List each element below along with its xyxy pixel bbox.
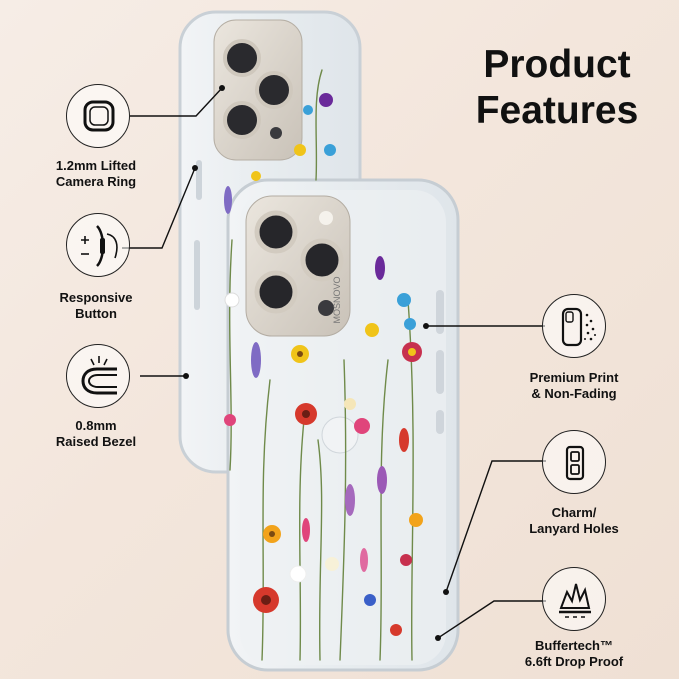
button-press-icon bbox=[81, 225, 118, 267]
feature-premium-print bbox=[542, 294, 606, 358]
floral-pattern bbox=[224, 69, 423, 661]
feature-raised-bezel bbox=[66, 344, 130, 408]
feature-line: Raised Bezel bbox=[55, 434, 137, 449]
feature-camera-ring bbox=[66, 84, 130, 148]
title-line-2: Features bbox=[475, 89, 639, 132]
feature-label-lanyard-holes: Charm/ Lanyard Holes bbox=[504, 505, 644, 537]
feature-label-responsive-button: Responsive Button bbox=[26, 290, 166, 322]
feature-responsive-button bbox=[66, 213, 130, 277]
feature-line: Button bbox=[75, 306, 117, 321]
feature-label-premium-print: Premium Print & Non-Fading bbox=[504, 370, 644, 402]
feature-label-camera-ring: 1.2mm Lifted Camera Ring bbox=[26, 158, 166, 190]
feature-line: 6.6ft Drop Proof bbox=[524, 654, 624, 669]
camera-ring-icon bbox=[83, 100, 115, 132]
raised-bezel-icon bbox=[81, 356, 117, 395]
feature-drop-proof bbox=[542, 567, 606, 631]
feature-line: Buffertech™ bbox=[534, 638, 613, 653]
feature-line: Charm/ bbox=[551, 505, 597, 520]
feature-line: 1.2mm Lifted bbox=[55, 158, 137, 173]
feature-line: Responsive bbox=[59, 290, 133, 305]
feature-label-raised-bezel: 0.8mm Raised Bezel bbox=[26, 418, 166, 450]
phone-print-icon bbox=[561, 307, 596, 347]
feature-lanyard-holes bbox=[542, 430, 606, 494]
lanyard-holes-icon bbox=[565, 445, 585, 481]
feature-line: & Non-Fading bbox=[531, 386, 617, 401]
feature-line: Lanyard Holes bbox=[529, 521, 619, 536]
page-title: Product Features bbox=[462, 42, 652, 134]
feature-line: Premium Print bbox=[529, 370, 619, 385]
feature-line: Camera Ring bbox=[55, 174, 137, 189]
feature-line: 0.8mm bbox=[75, 418, 117, 433]
drop-impact-icon bbox=[559, 583, 591, 618]
brand-mark: MOSNOVO bbox=[332, 276, 342, 323]
feature-label-drop-proof: Buffertech™ 6.6ft Drop Proof bbox=[504, 638, 644, 670]
callout-lines bbox=[122, 87, 546, 639]
title-line-1: Product bbox=[483, 43, 631, 86]
